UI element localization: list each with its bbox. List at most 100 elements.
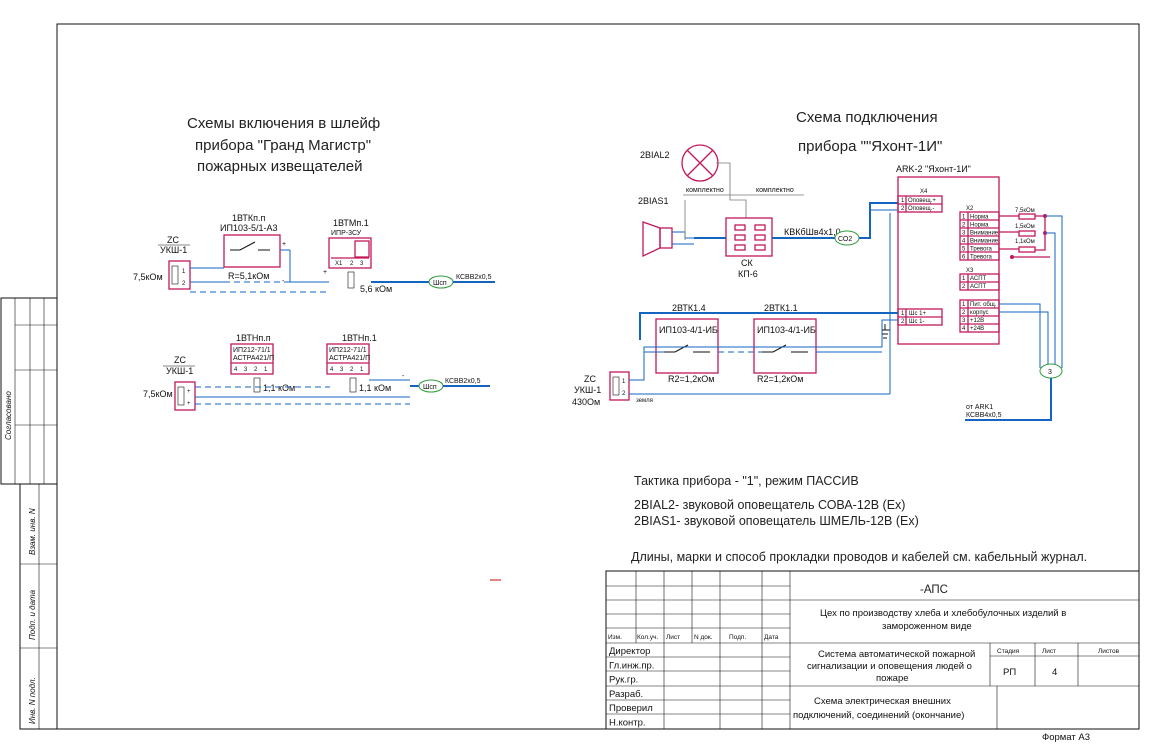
svg-text:+: + — [187, 389, 191, 395]
ukh-label-2: УКШ-1 — [166, 366, 193, 376]
loop-label: Шсп — [433, 280, 447, 287]
sheets-header: Листов — [1098, 648, 1120, 655]
note-tactic: Тактика прибора - "1", режим ПАССИВ — [634, 474, 859, 488]
res-430-label: 430Ом — [572, 397, 600, 407]
shs-pin1: Шс 1+ — [909, 311, 927, 317]
pwr-pin2: корпус — [970, 310, 989, 316]
ukh-label: УКШ-1 — [160, 245, 187, 255]
sheet-title-1: Схема электрическая внешних — [814, 696, 951, 707]
res-11-a: 1,1 кОм — [263, 383, 295, 393]
manual-callpoint-box — [328, 237, 372, 269]
sheet-value: 4 — [1052, 667, 1057, 678]
x2-pin-label: Норма — [970, 223, 989, 229]
end-resistor — [171, 265, 179, 285]
x2-resistors: 7,5кОм 1,5кОм 1,1кОм 3 от ARK1 КСВВ4х0,5 — [965, 208, 1063, 421]
ark-label: ARK-2 "Яхонт-1И" — [896, 164, 971, 174]
terminal-box — [168, 260, 191, 290]
dev1-model-2: АСТРА421/П — [233, 355, 274, 362]
smoke-detector-box-2 — [326, 343, 370, 375]
bias1-horn-icon — [642, 221, 661, 258]
zc-label: ZC — [167, 235, 179, 245]
loop-label-2: Шсп — [423, 384, 437, 391]
svg-text:3: 3 — [340, 367, 344, 373]
svg-text:+: + — [282, 241, 286, 248]
zc-right: ZC — [584, 374, 596, 384]
svg-text:+: + — [187, 401, 191, 407]
left-title-3: пожарных извещателей — [197, 158, 363, 175]
tb-role: Проверил — [609, 703, 653, 714]
left-title-1: Схемы включения в шлейф — [187, 115, 380, 132]
svg-text:1: 1 — [962, 276, 966, 282]
sounder-section: 2BIAL2 2BIAS1 комплектно комплектно СК К… — [638, 144, 898, 279]
sheet-title-2: подключений, соединений (окончание) — [793, 710, 964, 721]
x3-pin2: АСПТ — [970, 284, 987, 290]
btk11-label: 2ВТК1.1 — [764, 303, 798, 313]
x2-pin-number: 1 — [962, 215, 966, 221]
svg-text:2: 2 — [254, 367, 258, 373]
svg-text:2: 2 — [622, 391, 626, 397]
stage-header: Стадия — [997, 648, 1020, 655]
btk14-model: ИП103-4/1-ИБ — [659, 325, 718, 335]
resistor-56 — [347, 271, 355, 289]
x2-pin-label: Внимание — [970, 231, 999, 237]
x2-pin-number: 4 — [962, 239, 966, 245]
x2-pin-number: 3 — [962, 231, 966, 237]
svg-text:1: 1 — [182, 269, 186, 275]
dev2-model-2: АСТРА421/П — [329, 355, 370, 362]
device-1vtm-name: 1ВТМп.1 — [333, 218, 369, 228]
btk11-model: ИП103-4/1-ИБ — [757, 325, 816, 335]
side-stamp-bottom: Взам. инв. N Подп. и дата Инв. N подл. — [19, 483, 58, 730]
from-ark-label: от ARK1 — [966, 404, 993, 411]
tb-column-header: N док. — [694, 634, 713, 641]
svg-text:2: 2 — [901, 319, 905, 325]
bial2-label: 2BIAL2 — [640, 150, 670, 160]
left-row2: ZC УКШ-1 ++ 7,5кОм 1ВТНп.п ИП212-71/1 АС… — [143, 333, 490, 411]
res-56-value: 5,6 кОм — [360, 284, 392, 294]
x2-pin-label: Тревога — [970, 247, 993, 253]
shs-pin2: Шс 1- — [909, 319, 925, 325]
tb-role: Разраб. — [609, 689, 643, 700]
komplekt-1: комплектно — [686, 187, 724, 194]
dev1-model-1: ИП212-71/1 — [233, 347, 271, 354]
res-11-b: 1,1 кОм — [359, 383, 391, 393]
note-cables: Длины, марки и способ прокладки проводов… — [631, 550, 1087, 564]
dev2-model-1: ИП212-71/1 — [329, 347, 367, 354]
btk14-box — [655, 318, 719, 374]
svg-text:2: 2 — [350, 261, 354, 267]
x2-pin-label: Норма — [970, 215, 989, 221]
res-75-label: 7,5кОм — [1015, 208, 1035, 214]
vzam-inv-label: Взам. инв. N — [28, 508, 37, 555]
tb-column-header: Изм. — [608, 634, 622, 641]
ukh-right: УКШ-1 — [574, 385, 601, 395]
x2-pin-number: 2 — [962, 223, 966, 229]
svg-text:2: 2 — [182, 281, 186, 287]
object-line-1: Цех по производству хлеба и хлебобулочны… — [820, 608, 1066, 619]
tb-role: Рук.гр. — [609, 675, 638, 686]
svg-text:4: 4 — [962, 326, 966, 332]
x2-label: Х2 — [966, 206, 974, 212]
device-1vtk-model: ИП103-5/1-А3 — [220, 223, 277, 233]
tb-column-header: Кол.уч. — [637, 634, 658, 641]
kp6-label: КП-6 — [738, 269, 758, 279]
cable-label: КСВВ2х0,5 — [456, 274, 492, 281]
title-block — [605, 570, 1140, 730]
system-line-3: пожаре — [876, 673, 909, 684]
device-1vtn-pp-name: 1ВТНп.п — [236, 333, 271, 343]
svg-text:1: 1 — [962, 302, 966, 308]
svg-text:2: 2 — [901, 206, 905, 212]
right-title-1: Схема подключения — [796, 109, 938, 126]
zc-label-2: ZC — [174, 355, 186, 365]
pwr-pin4: +24В — [970, 326, 984, 332]
svg-text:1: 1 — [901, 198, 905, 204]
note-bias1: 2BIAS1- звуковой оповещатель ШМЕЛЬ-12В (… — [634, 514, 919, 528]
svg-text:3: 3 — [962, 318, 966, 324]
r2b-label: R2=1,2кОм — [757, 374, 803, 384]
right-loop: 2ВТК1.4 ИП103-4/1-ИБ R2=1,2кОм 2ВТК1.1 И… — [572, 213, 898, 407]
svg-text:1: 1 — [360, 367, 364, 373]
sk-label: СК — [741, 258, 753, 268]
marker-3-label: 3 — [1048, 369, 1052, 376]
svg-text:1: 1 — [622, 379, 626, 385]
res-11-label: 1,1кОм — [1015, 239, 1035, 245]
svg-text:1: 1 — [264, 367, 268, 373]
x2-pin-number: 6 — [962, 255, 966, 261]
